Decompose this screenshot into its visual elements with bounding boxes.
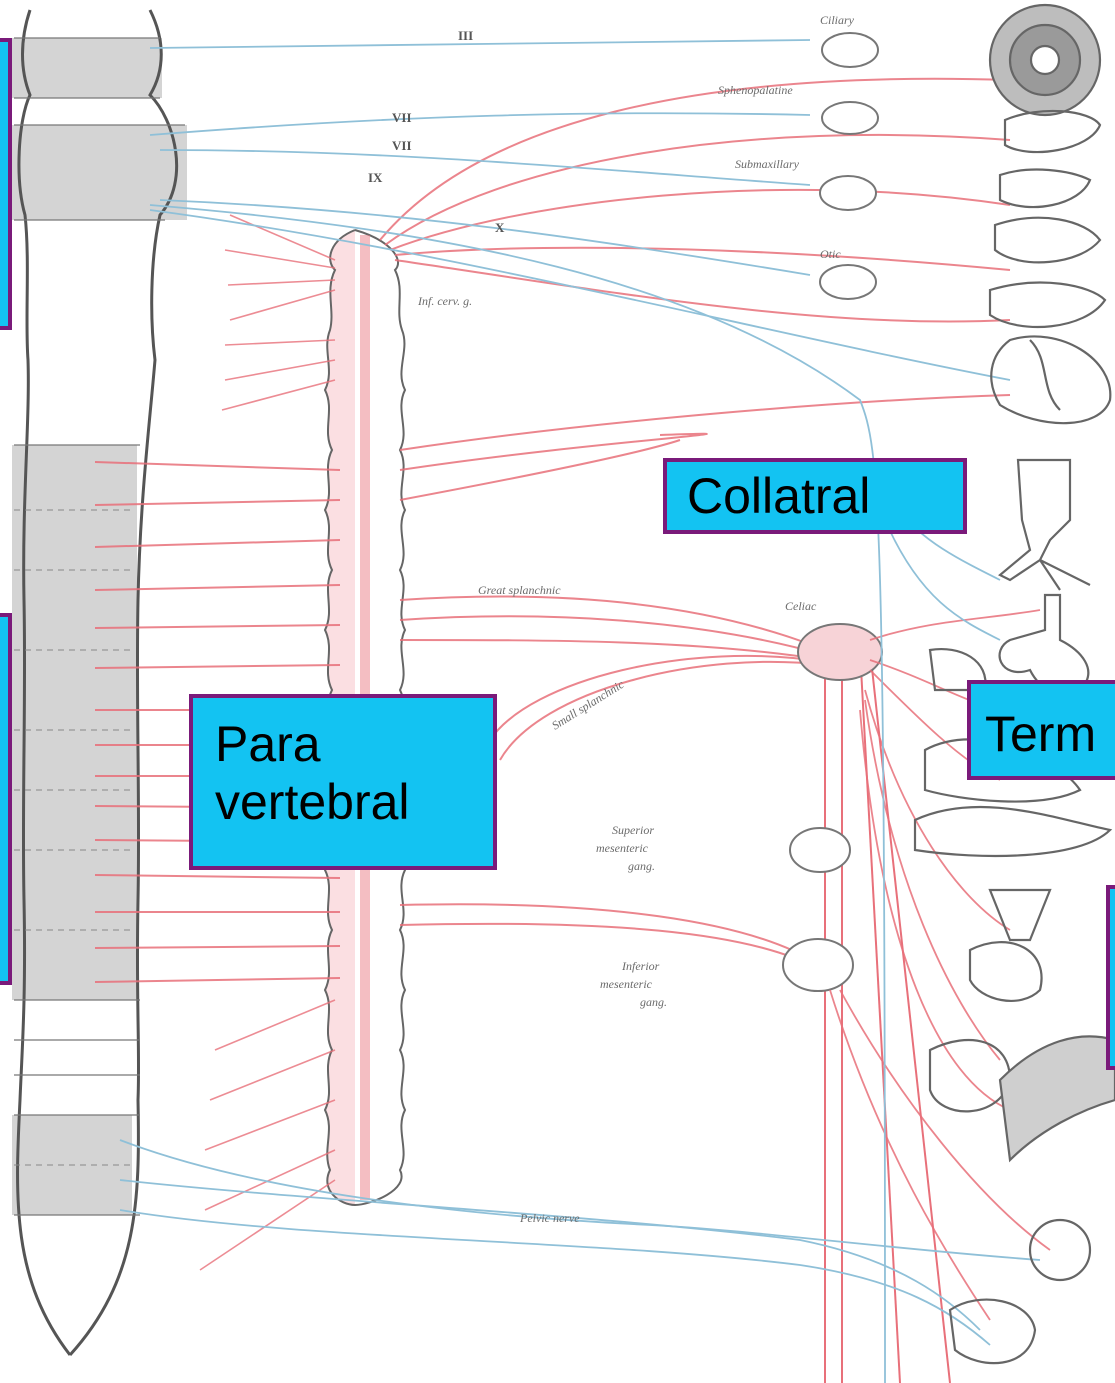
celiac-ganglion [798, 624, 882, 680]
label-glossopharyngeal: IX [368, 170, 383, 185]
sphenopalatine-ganglion [822, 102, 878, 134]
label-great-splanchnic: Great splanchnic [478, 583, 561, 597]
label-vagus: X [495, 220, 505, 235]
intestine-organ [915, 807, 1110, 856]
label-facial-2: VII [392, 138, 412, 153]
ciliary-ganglion [822, 33, 878, 67]
inferior-mesenteric-ganglion [783, 939, 853, 991]
genital-organ [950, 1300, 1035, 1364]
label-submaxillary: Submaxillary [735, 157, 800, 171]
label-sup-mesenteric-3: gang. [628, 859, 655, 873]
superior-mesenteric-ganglion [790, 828, 850, 872]
label-small-splanchnic: Small splanchnic [549, 677, 627, 733]
label-facial-1: VII [392, 110, 412, 125]
label-inferior-cervical-ganglion: Inf. cerv. g. [417, 294, 472, 308]
callout-box-left-upper [0, 38, 12, 330]
label-inf-mesenteric-2: mesenteric [600, 977, 653, 991]
nasal-gland-organ [1000, 170, 1090, 207]
label-oculomotor: III [458, 28, 473, 43]
glossopharyngeal-nerve-fiber [160, 200, 810, 275]
label-pelvic-nerve: Pelvic nerve [519, 1211, 580, 1225]
bladder-organ [1030, 1220, 1090, 1280]
callout-terminal-label: Term [985, 706, 1096, 762]
colon-organ [930, 1040, 1010, 1111]
facial-nerve-fiber-1 [150, 113, 810, 135]
callout-terminal: Term [967, 680, 1115, 780]
kidney-organ [970, 942, 1042, 1001]
otic-ganglion [820, 265, 876, 299]
pelvic-nerve-fiber [120, 1140, 1040, 1260]
callout-box-left-lower [0, 613, 12, 985]
callout-collateral-label: Collatral [687, 468, 870, 524]
cranial-shaded-band-top [12, 38, 162, 98]
prevertebral-ganglia [783, 624, 950, 1383]
callout-paravertebral-line-1: Para [215, 716, 493, 774]
callout-box-right-lower [1106, 885, 1115, 1070]
label-sup-mesenteric-2: mesenteric [596, 841, 649, 855]
facial-nerve-fiber-2 [160, 150, 810, 185]
label-inf-mesenteric-3: gang. [640, 995, 667, 1009]
callout-paravertebral: Para vertebral [189, 694, 497, 870]
oculomotor-nerve-fiber [150, 40, 810, 48]
adrenal-organ [990, 890, 1050, 940]
label-sup-mesenteric-1: Superior [612, 823, 654, 837]
callout-paravertebral-line-2: vertebral [215, 774, 493, 832]
thoracolumbar-shaded-band [12, 445, 137, 1000]
sympathetic-head-fibers [380, 79, 1010, 500]
lacrimal-gland-organ [1005, 111, 1100, 152]
callout-collateral: Collatral [663, 458, 967, 534]
larynx-trachea-organ [1000, 460, 1070, 580]
label-sphenopalatine: Sphenopalatine [718, 83, 793, 97]
rectum-organ [1000, 1036, 1115, 1160]
label-ciliary: Ciliary [820, 13, 855, 27]
label-otic: Otic [820, 247, 841, 261]
label-celiac: Celiac [785, 599, 817, 613]
submaxillary-ganglion [820, 176, 876, 210]
label-inf-mesenteric-1: Inferior [621, 959, 660, 973]
submaxillary-gland-organ [995, 218, 1100, 263]
